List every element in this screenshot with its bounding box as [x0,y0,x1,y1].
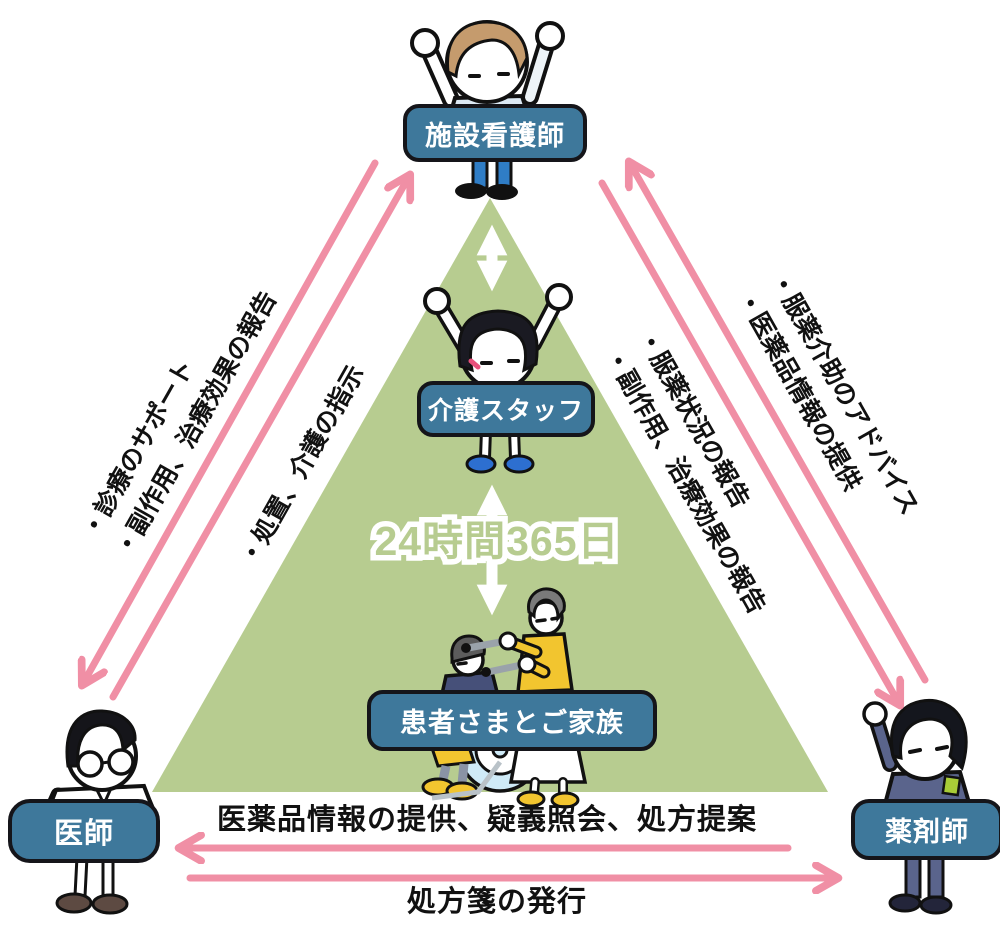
role-label-text: 医師 [53,818,114,850]
annotation-doctor-to-pharmacist: 処方箋の発行 [406,886,588,918]
triangle-caption: 24時間365日 [369,513,624,570]
role-label-doctor: 医師 [8,799,160,863]
arrow-nurse-to-doctor [85,159,379,680]
annotation-pharmacist-to-doctor: 医薬品情報の提供、疑義照会、処方提案 [216,804,758,836]
doctor-illustration [38,709,160,915]
arrow-pharmacist-to-nurse [632,167,929,684]
care-staff-illustration [423,283,573,474]
arrow-doctor-to-nurse [109,180,407,701]
role-label-facility-nurse: 施設看護師 [403,104,587,162]
arrow-nurse-to-pharmacist [598,179,897,700]
role-label-pharmacist: 薬剤師 [851,799,1000,860]
role-label-text: 介護スタッフ [427,397,584,425]
role-label-text: 施設看護師 [425,120,565,151]
patient-family-illustration [421,587,588,809]
role-label-text: 薬剤師 [885,817,969,847]
role-label-patient-family: 患者さまとご家族 [367,690,657,751]
role-label-care-staff: 介護スタッフ [417,381,595,437]
role-label-text: 患者さまとご家族 [400,708,624,738]
